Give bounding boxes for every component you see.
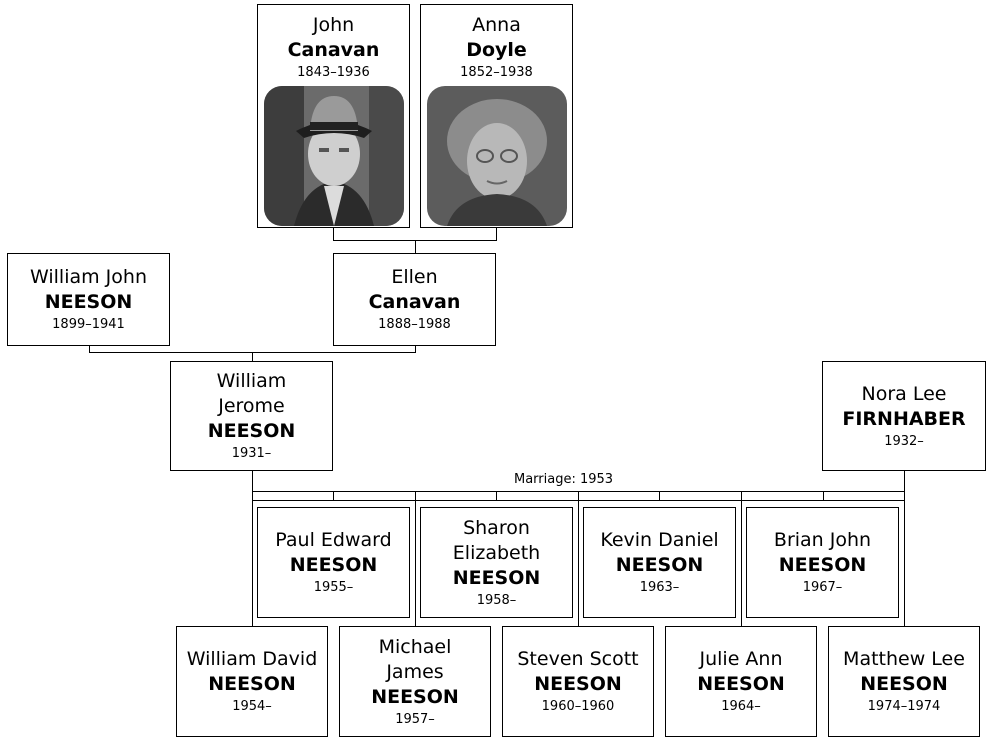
surname: NEESON	[452, 566, 541, 589]
person-box-kevin-daniel-neeson[interactable]: Kevin Daniel NEESON 1963–	[583, 507, 736, 618]
surname: Canavan	[287, 39, 380, 61]
surname: NEESON	[371, 685, 459, 708]
surname: NEESON	[44, 291, 133, 313]
given-name: Sharon Elizabeth	[452, 516, 541, 564]
given-name: Paul Edward	[275, 529, 392, 551]
given-name: William David	[186, 648, 318, 670]
given-name: Anna	[472, 14, 521, 36]
life-dates: 1899–1941	[52, 317, 125, 332]
life-dates: 1932–	[884, 433, 924, 449]
life-dates: 1963–	[639, 580, 680, 595]
surname: NEESON	[207, 420, 296, 442]
person-box-michael-james-neeson[interactable]: Michael James NEESON 1957–	[339, 626, 491, 737]
surname: NEESON	[289, 554, 378, 576]
connector-line	[252, 470, 905, 626]
person-box-william-jerome-neeson[interactable]: William Jerome NEESON 1931–	[170, 361, 333, 471]
given-name: Kevin Daniel	[600, 529, 719, 551]
marriage-label: Marriage: 1953	[512, 472, 616, 487]
person-box-steven-scott-neeson[interactable]: Steven Scott NEESON 1960–1960	[502, 626, 654, 737]
person-box-john-canavan[interactable]: John Canavan 1843–1936	[257, 4, 410, 228]
given-name: John	[312, 14, 355, 36]
surname: NEESON	[860, 673, 948, 695]
life-dates: 1964–	[721, 699, 761, 714]
life-dates: 1974–1974	[867, 699, 941, 714]
life-dates: 1852–1938	[460, 65, 533, 80]
person-box-paul-edward-neeson[interactable]: Paul Edward NEESON 1955–	[257, 507, 410, 618]
surname: NEESON	[615, 554, 704, 576]
surname: NEESON	[534, 673, 622, 695]
given-name: Julie Ann	[699, 648, 783, 670]
surname: Doyle	[466, 39, 527, 61]
given-name: William John	[30, 266, 147, 288]
given-name: Matthew Lee	[843, 648, 965, 670]
person-box-anna-doyle[interactable]: Anna Doyle 1852–1938	[420, 4, 573, 228]
person-box-william-david-neeson[interactable]: William David NEESON 1954–	[176, 626, 328, 737]
given-name: Michael James	[378, 635, 452, 683]
person-box-julie-ann-neeson[interactable]: Julie Ann NEESON 1964–	[665, 626, 817, 737]
connector-line	[89, 345, 416, 361]
given-name: William Jerome	[216, 370, 287, 417]
person-box-brian-john-neeson[interactable]: Brian John NEESON 1967–	[746, 507, 899, 618]
person-box-nora-lee-firnhaber[interactable]: Nora Lee FIRNHABER 1932–	[822, 361, 986, 471]
surname: NEESON	[697, 673, 785, 695]
surname: FIRNHABER	[842, 407, 966, 430]
connector-line	[333, 227, 497, 253]
life-dates: 1955–	[313, 580, 354, 595]
life-dates: 1957–	[395, 711, 435, 727]
given-name: Nora Lee	[861, 382, 947, 405]
surname: Canavan	[368, 291, 461, 313]
portrait-photo	[263, 86, 404, 226]
person-box-william-john-neeson[interactable]: William John NEESON 1899–1941	[7, 253, 170, 346]
life-dates: 1888–1988	[378, 317, 451, 332]
life-dates: 1958–	[476, 592, 517, 608]
surname: NEESON	[778, 554, 867, 576]
person-box-ellen-canavan[interactable]: Ellen Canavan 1888–1988	[333, 253, 496, 346]
life-dates: 1967–	[802, 580, 843, 595]
given-name: Ellen	[391, 266, 438, 288]
life-dates: 1843–1936	[297, 65, 370, 80]
life-dates: 1954–	[232, 699, 272, 714]
life-dates: 1960–1960	[541, 699, 615, 714]
connector-line	[252, 491, 905, 626]
surname: NEESON	[208, 673, 296, 695]
portrait-photo	[426, 86, 567, 226]
life-dates: 1931–	[231, 446, 272, 461]
connector-line	[415, 491, 742, 626]
given-name: Steven Scott	[517, 648, 639, 670]
person-box-sharon-elizabeth-neeson[interactable]: Sharon Elizabeth NEESON 1958–	[420, 507, 573, 618]
person-box-matthew-lee-neeson[interactable]: Matthew Lee NEESON 1974–1974	[828, 626, 980, 737]
given-name: Brian John	[773, 529, 872, 551]
